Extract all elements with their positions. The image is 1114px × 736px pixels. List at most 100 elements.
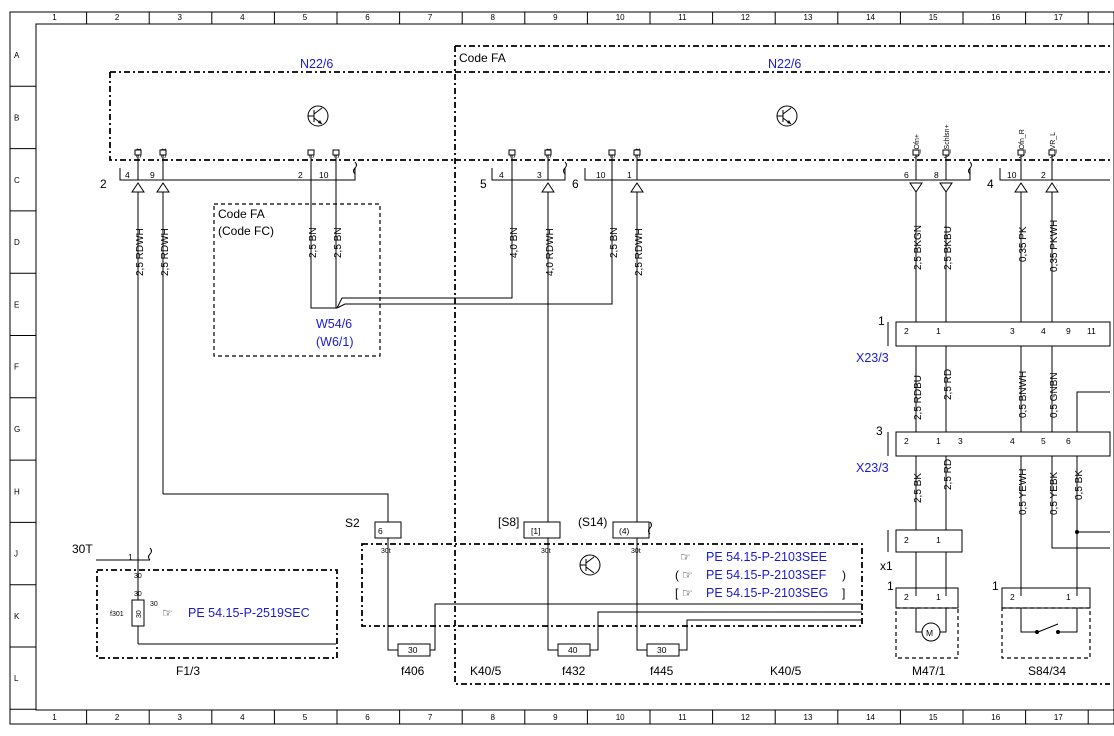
motor-icon: M (915, 608, 947, 642)
fuse-f445: 30 (636, 640, 688, 657)
grid-row-label: L (14, 674, 19, 683)
grid-column-label: 3 (178, 713, 183, 722)
pin-number: 6 (904, 170, 909, 180)
grid-column-label: 2 (115, 13, 120, 22)
connector-label: 1 (887, 579, 894, 593)
grid-column-label: 13 (804, 13, 813, 22)
grid-column-label: 6 (365, 713, 370, 722)
x1-label: x1 (880, 559, 893, 573)
pin-number: 10 (596, 170, 606, 180)
ref-link-2103sef[interactable]: PE 54.15-P-2103SEF (706, 568, 827, 582)
wire-label: 2,5 BKBU (943, 226, 954, 270)
wire-label: 2,5 RDWH (160, 228, 171, 276)
grid-row-label: E (14, 300, 19, 309)
pin-number: 6 (1066, 436, 1071, 446)
grid-column-label: 7 (428, 713, 433, 722)
ref-link-2519sec[interactable]: PE 54.15-P-2519SEC (188, 606, 310, 620)
grid-column-label: 13 (804, 713, 813, 722)
wire-label: 0,5 BK (1074, 470, 1085, 500)
k40-5-box (361, 543, 863, 627)
grid-column-label: 6 (365, 13, 370, 22)
wire-label: 2,5 BN (308, 227, 319, 258)
x23-3-top-label: X23/3 (856, 351, 889, 365)
code-fa-box-label: Code FA (218, 207, 265, 221)
ref-link-2103seg[interactable]: PE 54.15-P-2103SEG (706, 586, 828, 600)
connector-label: 6 (572, 177, 579, 191)
pin-number: 4 (1010, 436, 1015, 446)
wires (137, 180, 1110, 596)
grid-column-label: 16 (991, 713, 1000, 722)
wire-label: 0,5 BNWH (1018, 371, 1029, 418)
fuse-value: 30 (657, 645, 667, 655)
wire-label: 2,5 BKGN (913, 225, 924, 270)
signal-label: 30t (541, 548, 551, 555)
hand-pointer-icon: ☞ (682, 568, 693, 582)
f1-3-label: F1/3 (176, 664, 200, 678)
connector-strip-6 (584, 168, 971, 181)
f1-3-box (96, 569, 338, 659)
fuse-value: 30 (136, 610, 143, 618)
grid-row-label: A (14, 51, 20, 60)
wire-label: 2,5 RDWH (634, 228, 645, 276)
wire-label: 2,5 BN (333, 227, 344, 258)
pin-number: 8 (934, 170, 939, 180)
grid-column-label: 12 (741, 13, 750, 22)
grid-column-label: 3 (178, 13, 183, 22)
s14-terminal (612, 521, 650, 539)
grid-column-label: 10 (616, 13, 625, 22)
grid-column-label: 4 (240, 713, 245, 722)
signal-label: V_VR_L (1050, 132, 1057, 158)
wire-label: 2,5 RD (943, 369, 954, 400)
arrow-icon (131, 182, 1059, 193)
wire-label: 2,5 BK (913, 473, 924, 503)
signal-label: 30t (381, 548, 391, 555)
grid-column-label: 11 (678, 13, 687, 22)
grid-column-label: 4 (240, 13, 245, 22)
s14-label: (S14) (578, 515, 607, 529)
s8-label: [S8] (498, 515, 519, 529)
grid-column-label: 15 (929, 713, 938, 722)
bracket-close: ) (842, 568, 846, 582)
code-fa-top-label: Code FA (459, 51, 506, 65)
signal-label: V_Schlsn+ (944, 124, 951, 158)
pin-terminals (134, 149, 1056, 156)
ref-link-2103see[interactable]: PE 54.15-P-2103SEE (706, 550, 827, 564)
wave-mark (148, 161, 972, 561)
f432-label: f432 (562, 664, 586, 678)
grid-column-label: 14 (866, 713, 875, 722)
bracket-open: ( (675, 568, 679, 582)
signal-label: 30 (134, 591, 142, 598)
w6-1-label: (W6/1) (316, 335, 354, 349)
x1-connector (895, 529, 963, 553)
pin-number: 2 (1041, 170, 1046, 180)
pin-number: (4) (619, 526, 630, 536)
pin-number: 1 (936, 326, 941, 336)
connector-label: 3 (876, 424, 883, 438)
connector-label: 1 (878, 314, 885, 328)
grid-row-label: F (14, 363, 19, 372)
grid-row-label: B (14, 113, 19, 122)
grid-column-label: 8 (491, 713, 496, 722)
pin-number: 2 (904, 592, 909, 602)
pin-number: 1 (936, 535, 941, 545)
pin-number: 1 (936, 592, 941, 602)
pin-number: 2 (1010, 592, 1015, 602)
n22-6-right-box (455, 71, 1110, 161)
grid-column-label: 16 (991, 13, 1000, 22)
grid-row-label: C (14, 176, 20, 185)
k40-internal-wires (387, 538, 862, 640)
svg-text:M: M (926, 628, 933, 638)
terminal-30t-label: 30T (72, 542, 93, 556)
signal-label: 30t (631, 548, 641, 555)
x23-3-top-connector (895, 321, 1111, 347)
grid-column-label: 5 (303, 713, 308, 722)
fuse-value: 40 (568, 645, 578, 655)
grid-column-label: 12 (741, 713, 750, 722)
pin-number: 4 (1041, 326, 1046, 336)
n22-6-left-label: N22/6 (300, 57, 333, 71)
m47-1-label: M47/1 (912, 664, 946, 678)
grid-column-label: 5 (303, 13, 308, 22)
pin-number: [1] (531, 526, 540, 536)
